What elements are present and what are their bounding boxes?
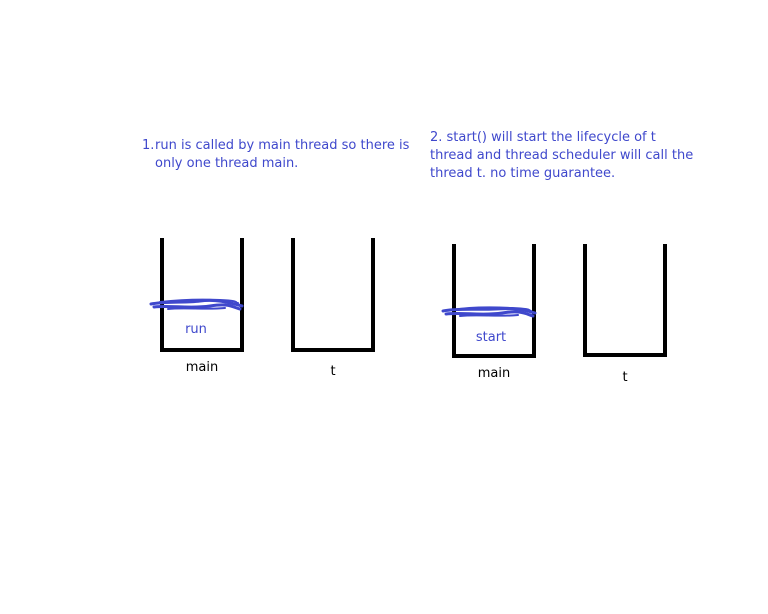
left-main-scribble [149, 298, 244, 311]
right-main-scribble [441, 306, 537, 318]
note-run-explanation: 1.run is called by main thread so there … [142, 137, 412, 173]
right-main-label: main [477, 366, 511, 381]
right-t-label: t [622, 370, 628, 385]
left-main-stack [160, 238, 244, 352]
note-start-line3: thread t. no time guarantee. [430, 166, 616, 181]
left-t-stack [291, 238, 375, 352]
left-main-label: main [185, 360, 219, 375]
note-run-text: run is called by main thread so there is [155, 138, 410, 153]
right-t-stack [583, 244, 667, 357]
note-start-explanation: 2. start() will start the lifecycle of t… [430, 129, 700, 183]
right-main-stack [452, 244, 536, 358]
note-run-line1: 1.run is called by main thread so there … [142, 137, 412, 155]
left-t-label: t [330, 364, 336, 379]
note-start-line2: thread and thread scheduler will call th… [430, 148, 694, 163]
note-start-line1: 2. start() will start the lifecycle of t [430, 130, 656, 145]
note-run-number: 1. [142, 138, 155, 153]
left-main-frame-run: run [185, 322, 207, 337]
right-main-frame-start: start [475, 330, 507, 345]
note-run-line2: only one thread main. [155, 156, 299, 171]
